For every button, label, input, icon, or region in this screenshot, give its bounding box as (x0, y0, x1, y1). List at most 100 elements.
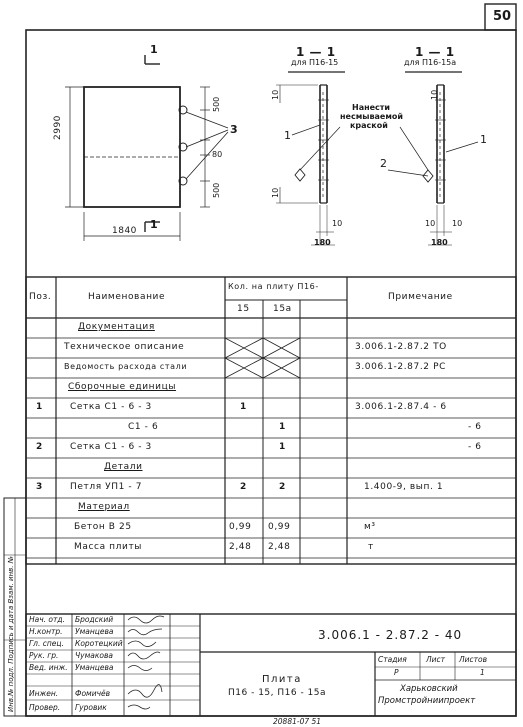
section-documentation: Документация (78, 322, 155, 332)
name-7: Гуровик (75, 703, 107, 712)
role-0: Нач. отд. (29, 615, 65, 624)
row-1-name: Сетка С1 - 6 - 3 (70, 402, 152, 412)
product-name: Плита (262, 674, 302, 685)
dim-500-bottom: 500 (212, 182, 221, 198)
page-number-box (484, 3, 517, 31)
row-concrete-q15a: 0,99 (268, 522, 291, 532)
role-7: Провер. (29, 703, 61, 712)
section-material: Материал (78, 502, 130, 512)
dim-10-f: 10 (430, 89, 439, 100)
dim-80: 80 (212, 150, 223, 159)
section-details: Детали (104, 462, 143, 472)
col-header-name: Наименование (88, 292, 166, 302)
name-2: Коротецкий (75, 639, 123, 648)
row-mass-q15a: 2,48 (268, 542, 291, 552)
row-2-note: - 6 (468, 442, 482, 452)
col-header-qty: Кол. на плиту П16- (228, 282, 319, 291)
row-2-name: Сетка С1 - 6 - 3 (70, 442, 152, 452)
name-0: Бродский (75, 615, 114, 624)
row-3-q15: 2 (240, 482, 247, 492)
note-line1: Нанести (352, 103, 391, 112)
section-right (387, 71, 479, 246)
name-1: Уманцева (75, 627, 114, 636)
col-header-note: Примечание (388, 292, 453, 302)
callout-2: 2 (380, 157, 388, 170)
callout-1-left: 1 (284, 129, 292, 142)
dim-500-top: 500 (212, 96, 221, 112)
note-line2: несмываемой (340, 112, 403, 121)
role-3: Рук. гр. (29, 651, 59, 660)
footer-number: 20881-07 51 (273, 717, 322, 726)
sheets-value: 1 (480, 668, 485, 677)
section-left-title: 1 — 1 (296, 45, 336, 59)
document-code: 3.006.1 - 2.87.2 - 40 (318, 628, 463, 642)
row-steel-note: 3.006.1-2.87.2 РС (355, 362, 446, 372)
stage-value: Р (394, 668, 399, 677)
stage-label: Стадия (378, 655, 407, 664)
row-concrete-note: м³ (364, 522, 376, 532)
sheet-frame (25, 29, 517, 717)
role-2: Гл. спец. (29, 639, 64, 648)
org-line2: Промстройниипроект (378, 696, 476, 706)
dim-width: 1840 (112, 226, 137, 236)
note-line3: краской (350, 121, 388, 130)
col-header-qty-15: 15 (237, 304, 250, 314)
row-3-name: Петля УП1 - 7 (70, 482, 143, 492)
row-mass-note: т (368, 542, 374, 552)
dim-10-b: 10 (271, 187, 280, 198)
row-3-q15a: 2 (279, 482, 286, 492)
row-2-pos: 2 (36, 442, 43, 452)
dim-180-right: 180 (431, 238, 448, 247)
note-leaders (299, 126, 429, 171)
row-1-q15: 1 (240, 402, 247, 412)
row-3-note: 1.400-9, вып. 1 (364, 482, 444, 492)
dim-10-a: 10 (271, 89, 280, 100)
row-tech-desc-name: Техническое описание (64, 342, 185, 352)
sheet-label: Лист (426, 655, 446, 664)
org-line1: Харьковский (400, 684, 458, 694)
role-6: Инжен. (29, 689, 59, 698)
name-4: Уманцева (75, 663, 114, 672)
row-1b-q15a: 1 (279, 422, 286, 432)
row-steel-name: Ведомость расхода стали (64, 362, 188, 371)
dim-10-e: 10 (452, 219, 463, 228)
product-models: П16 - 15, П16 - 15а (228, 688, 327, 698)
role-4: Вед. инж. (29, 663, 68, 672)
row-concrete-q15: 0,99 (229, 522, 252, 532)
col-header-qty-15a: 15а (273, 304, 292, 314)
row-concrete-name: Бетон В 25 (74, 522, 132, 532)
name-3: Чумакова (75, 651, 113, 660)
name-6: Фомичёв (75, 689, 111, 698)
row-mass-name: Масса плиты (74, 542, 142, 552)
row-2-q15a: 1 (279, 442, 286, 452)
row-1b-note: - 6 (468, 422, 482, 432)
sheets-label: Листов (459, 655, 488, 664)
spec-table-grid (25, 276, 517, 565)
section-mark-bottom: 1 (150, 218, 159, 231)
section-left-sub: для П16-15 (291, 58, 339, 67)
callout-1-right: 1 (480, 133, 488, 146)
section-assemblies: Сборочные единицы (68, 382, 177, 392)
dim-10-c: 10 (332, 219, 343, 228)
row-1-note: 3.006.1-2.87.4 - 6 (355, 402, 447, 412)
col-header-pos: Поз. (29, 292, 52, 302)
side-stamp-label: Инв.№ подл. Подпись и дата Взам. инв. № (7, 555, 15, 712)
callout-3: 3 (230, 123, 239, 136)
title-block-grid (25, 613, 517, 717)
row-tech-desc-note: 3.006.1-2.87.2 ТО (355, 342, 447, 352)
side-stamp-grid (3, 497, 27, 717)
section-left (276, 71, 345, 246)
section-mark-top: 1 (150, 43, 159, 56)
dim-height: 2990 (53, 115, 63, 140)
row-3-pos: 3 (36, 482, 43, 492)
row-mass-q15: 2,48 (229, 542, 252, 552)
row-1b-name: С1 - 6 (128, 422, 159, 432)
section-right-sub: для П16-15а (404, 58, 457, 67)
dim-10-d: 10 (425, 219, 436, 228)
dim-180-left: 180 (314, 238, 331, 247)
page-number: 50 (493, 9, 512, 24)
plan-view (65, 55, 229, 241)
section-right-title: 1 — 1 (415, 45, 455, 59)
